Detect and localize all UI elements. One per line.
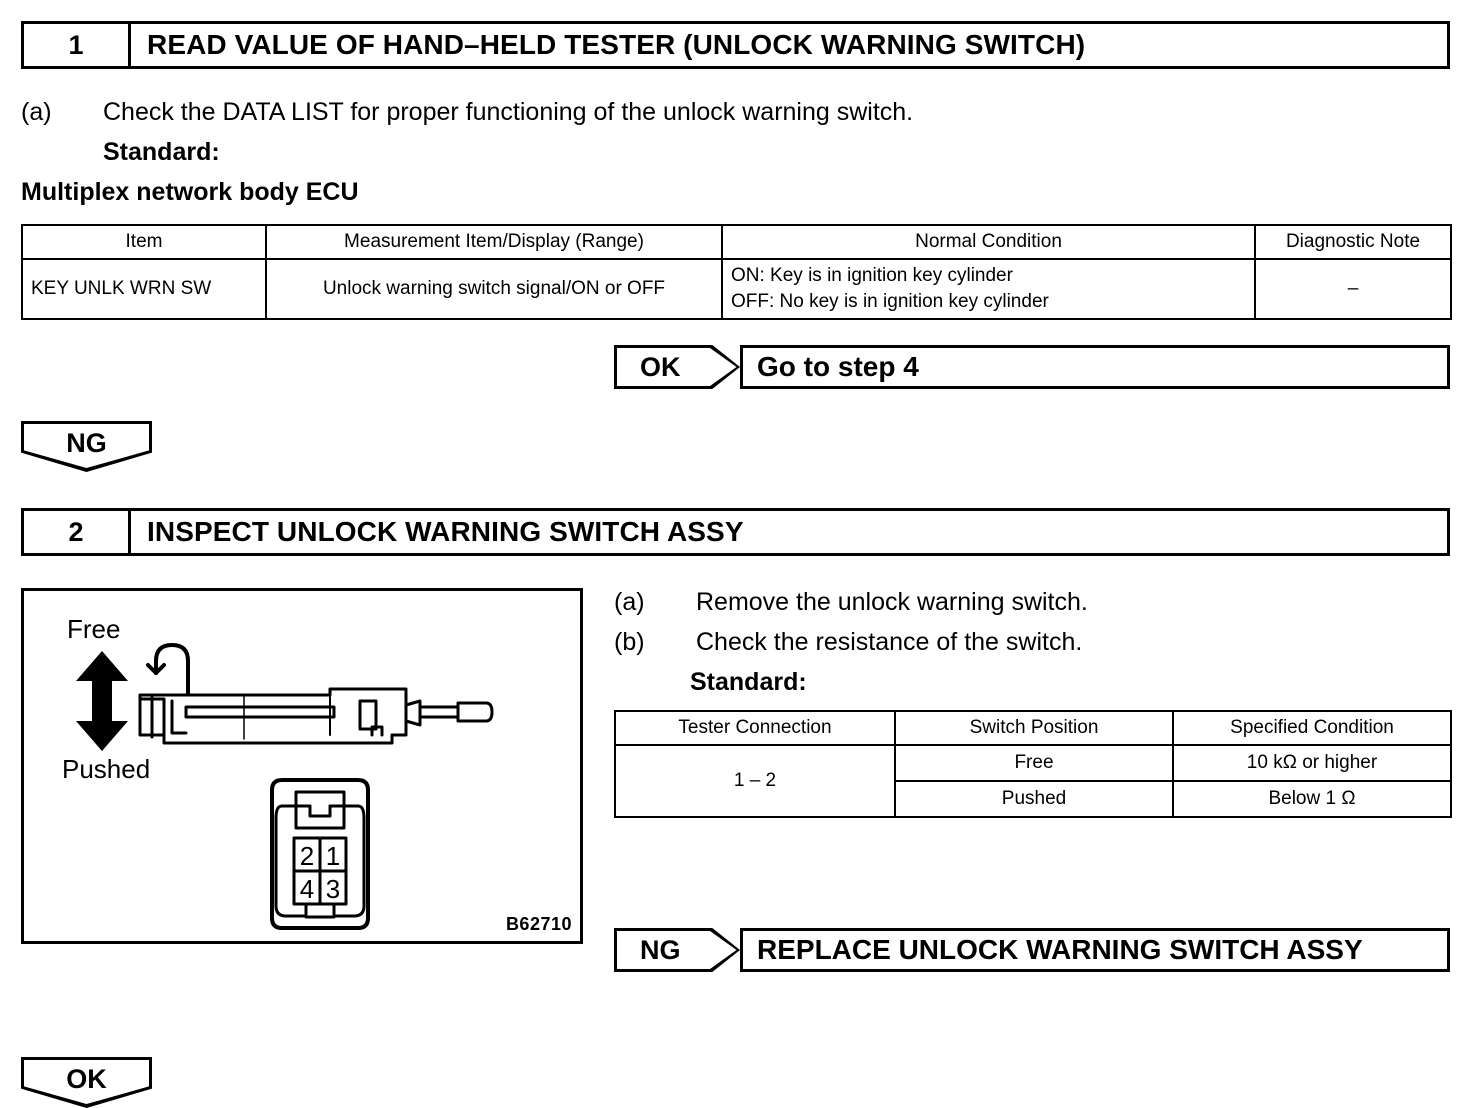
step-1-title: READ VALUE OF HAND–HELD TESTER (UNLOCK W… bbox=[147, 29, 1086, 60]
ok-arrow-badge[interactable]: OK bbox=[614, 345, 740, 389]
cell-diagnostic-note: – bbox=[1254, 257, 1452, 321]
cell-specified-condition-pushed: Below 1 Ω bbox=[1172, 780, 1452, 818]
unlock-warning-switch-illustration: Free Pushed bbox=[21, 588, 583, 944]
step-2-number: 2 bbox=[24, 511, 131, 553]
table-header-row: Tester Connection Switch Position Specif… bbox=[614, 710, 1452, 746]
step-2-instruction-a-label: (a) bbox=[614, 588, 645, 616]
step-1-instruction-a-label: (a) bbox=[21, 98, 52, 126]
resistance-table: Tester Connection Switch Position Specif… bbox=[614, 710, 1452, 818]
condition-on: ON: Key is in ignition key cylinder bbox=[731, 265, 1013, 286]
ok-banner-label: OK bbox=[66, 1064, 107, 1094]
cell-normal-condition: ON: Key is in ignition key cylinder OFF:… bbox=[721, 257, 1256, 321]
cell-tester-connection: 1 – 2 bbox=[614, 744, 896, 818]
step-1-instruction-a: (a) Check the DATA LIST for proper funct… bbox=[21, 98, 1221, 126]
step-1-standard-label: Standard: bbox=[103, 138, 220, 166]
cell-specified-condition-free: 10 kΩ or higher bbox=[1172, 744, 1452, 782]
go-to-step-4-label: Go to step 4 bbox=[757, 351, 919, 382]
ng-arrow-fill bbox=[617, 931, 737, 969]
ok-banner-step-2[interactable]: OK bbox=[21, 1057, 152, 1108]
step-1-number: 1 bbox=[24, 24, 131, 66]
pin-label-1: 1 bbox=[326, 841, 340, 871]
table-row: KEY UNLK WRN SW Unlock warning switch si… bbox=[21, 257, 1452, 321]
step-1-instruction-a-text: Check the DATA LIST for proper functioni… bbox=[103, 98, 914, 126]
step-2-instruction-b-text: Check the resistance of the switch. bbox=[696, 628, 1083, 656]
data-list-table: Item Measurement Item/Display (Range) No… bbox=[21, 224, 1452, 321]
cell-switch-position-pushed: Pushed bbox=[894, 780, 1174, 818]
step-2-instruction-b: (b) Check the resistance of the switch. bbox=[614, 628, 1234, 656]
free-pushed-double-arrow-icon bbox=[76, 651, 128, 751]
column-header-diagnostic-note: Diagnostic Note bbox=[1254, 224, 1452, 260]
step-2-instruction-a-text: Remove the unlock warning switch. bbox=[696, 588, 1088, 616]
pin-label-4: 4 bbox=[300, 874, 314, 904]
column-header-tester-connection: Tester Connection bbox=[614, 710, 896, 746]
step-2-standard-label: Standard: bbox=[690, 668, 807, 696]
pin-label-3: 3 bbox=[326, 874, 340, 904]
ng-banner-label: NG bbox=[66, 428, 107, 458]
step-2-header: 2 INSPECT UNLOCK WARNING SWITCH ASSY bbox=[21, 508, 1450, 556]
illustration-label-free: Free bbox=[67, 614, 121, 644]
ng-banner-step-1[interactable]: NG bbox=[21, 421, 152, 472]
ng-arrow-label: NG bbox=[640, 934, 681, 965]
switch-body-drawing bbox=[138, 643, 494, 745]
illustration-label-pushed: Pushed bbox=[62, 754, 151, 784]
figure-id-label: B62710 bbox=[505, 914, 572, 934]
go-to-step-4-box[interactable]: Go to step 4 bbox=[740, 345, 1450, 389]
condition-off: OFF: No key is in ignition key cylinder bbox=[731, 291, 1049, 313]
step-2-title: INSPECT UNLOCK WARNING SWITCH ASSY bbox=[147, 516, 744, 547]
column-header-normal-condition: Normal Condition bbox=[721, 224, 1256, 260]
step-2-instruction-a: (a) Remove the unlock warning switch. bbox=[614, 588, 1234, 616]
ng-arrow-badge[interactable]: NG bbox=[614, 928, 740, 972]
column-header-item: Item bbox=[21, 224, 267, 260]
ok-arrow-fill bbox=[617, 348, 737, 386]
step-1-ok-flow: OK Go to step 4 bbox=[614, 345, 1450, 389]
connector-pin-diagram: 2 1 4 3 bbox=[270, 778, 370, 930]
step-1-table-caption: Multiplex network body ECU bbox=[21, 178, 359, 206]
column-header-specified-condition: Specified Condition bbox=[1172, 710, 1452, 746]
step-1-header: 1 READ VALUE OF HAND–HELD TESTER (UNLOCK… bbox=[21, 21, 1450, 69]
cell-measurement: Unlock warning switch signal/ON or OFF bbox=[265, 257, 723, 321]
column-header-measurement: Measurement Item/Display (Range) bbox=[265, 224, 723, 260]
column-header-switch-position: Switch Position bbox=[894, 710, 1174, 746]
pin-label-2: 2 bbox=[300, 841, 314, 871]
table-row: Pushed Below 1 Ω bbox=[615, 780, 1452, 818]
ok-arrow-label: OK bbox=[640, 351, 681, 382]
table-row: 1 – 2 Free 10 kΩ or higher bbox=[614, 744, 1452, 818]
replace-switch-box[interactable]: REPLACE UNLOCK WARNING SWITCH ASSY bbox=[740, 928, 1450, 972]
cell-item: KEY UNLK WRN SW bbox=[21, 257, 267, 321]
step-2-instruction-b-label: (b) bbox=[614, 628, 645, 656]
step-2-ng-flow: NG REPLACE UNLOCK WARNING SWITCH ASSY bbox=[614, 928, 1450, 972]
replace-switch-label: REPLACE UNLOCK WARNING SWITCH ASSY bbox=[757, 934, 1363, 965]
cell-switch-position-free: Free bbox=[894, 744, 1174, 782]
table-header-row: Item Measurement Item/Display (Range) No… bbox=[21, 224, 1452, 260]
